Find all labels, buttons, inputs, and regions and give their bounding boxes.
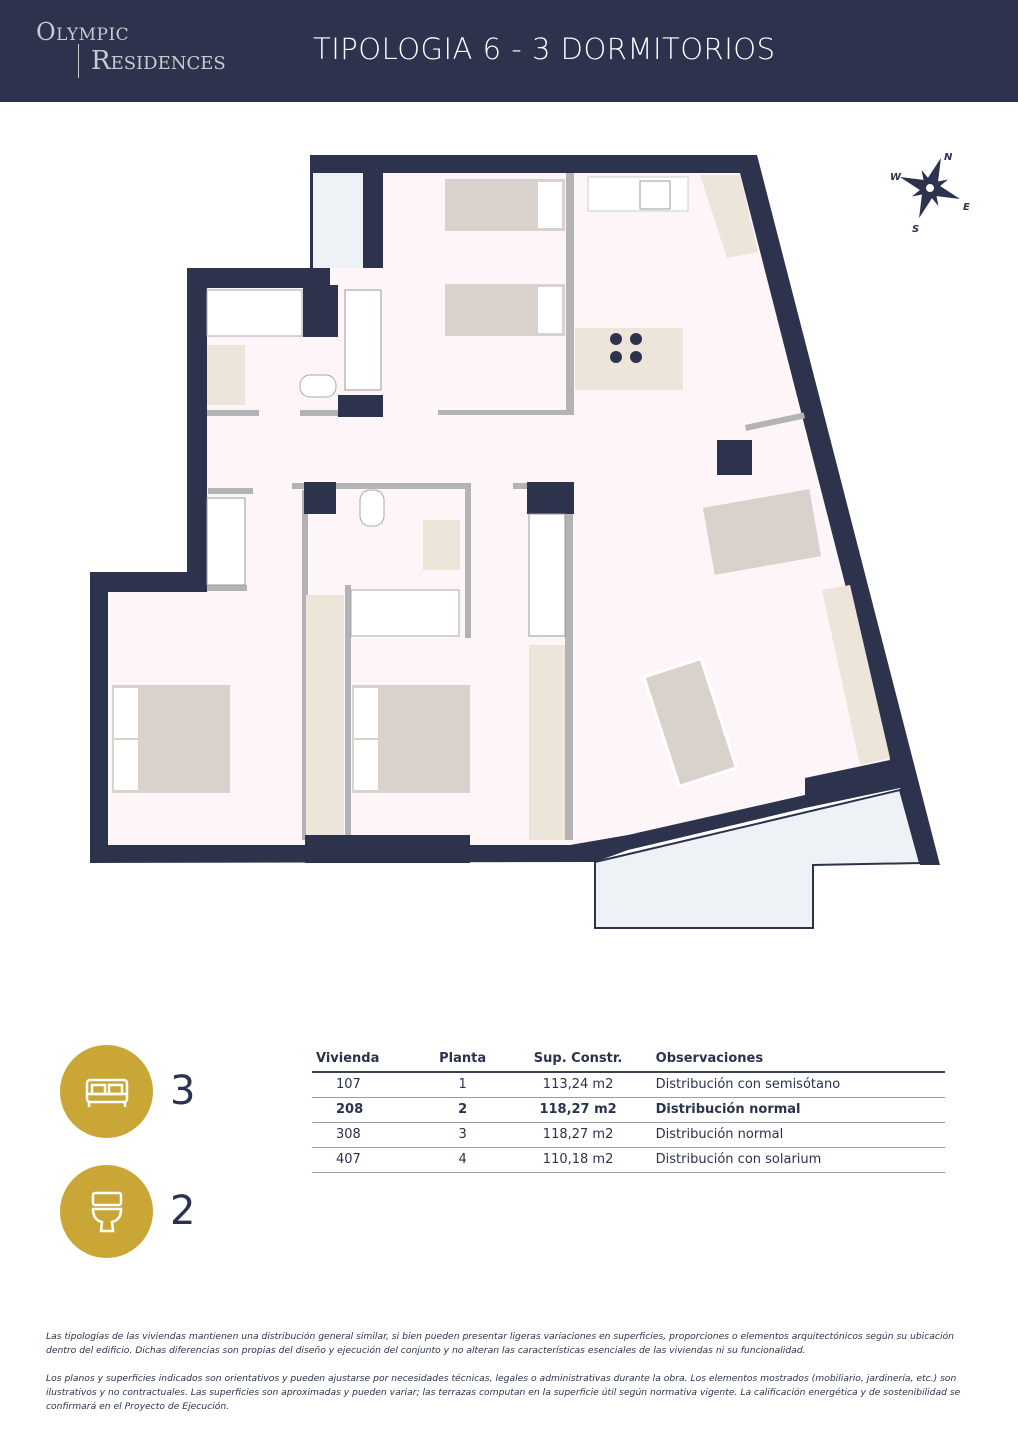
cell: 3 [420,1122,505,1148]
compass-e: E [963,202,970,213]
cell: 308 [312,1122,421,1148]
balcony [594,788,922,929]
bathrooms-count: 2 [170,1188,196,1234]
bedrooms-count: 3 [170,1068,196,1114]
cell: 2 [420,1097,505,1123]
cell: 407 [312,1147,421,1173]
header: Olympic Residences TIPOLOGIA 6 - 3 DORMI… [0,0,1018,102]
compass-rose [899,157,961,219]
kitchen-island [575,328,683,390]
floor-plan: N E S W [90,152,970,929]
logo-line1: Olympic [36,18,130,46]
bathtub [206,289,303,337]
cell: 107 [312,1072,421,1098]
cell: Distribución normal [651,1097,945,1123]
col-planta: Planta [420,1048,505,1073]
page-title: TIPOLOGIA 6 - 3 DORMITORIOS [313,32,776,66]
bedrooms-badge [60,1045,153,1138]
col-vivienda: Vivienda [312,1048,421,1073]
cell: 110,18 m2 [504,1147,652,1173]
cooktop-icon [610,333,642,363]
units-table: Vivienda Planta Sup. Constr. Observacion… [312,1048,945,1173]
cell: 4 [420,1147,505,1173]
cell: Distribución con solarium [651,1147,945,1173]
compass-s: S [912,224,919,235]
wardrobes [206,289,566,637]
disclaimer-paragraph: Los planos y superficies indicados son o… [46,1373,961,1412]
logo-line2: Residences [78,44,226,78]
sink-icon [639,180,671,210]
col-sup: Sup. Constr. [504,1048,652,1073]
disclaimer: Las tipologías de las viviendas mantiene… [46,1330,974,1428]
cell: 118,27 m2 [504,1122,652,1148]
bed-icon [85,1078,128,1107]
interior-walls [207,173,805,840]
cell: 113,24 m2 [504,1072,652,1098]
bathrooms-badge [60,1165,153,1258]
kitchen-counter [700,175,758,258]
cell: 208 [312,1097,421,1123]
col-observaciones: Observaciones [651,1048,945,1073]
toilet [359,489,385,527]
compass-w: W [890,172,902,183]
bathtub [350,589,460,637]
cell: 118,27 m2 [504,1097,652,1123]
disclaimer-paragraph: Las tipologías de las viviendas mantiene… [46,1331,954,1356]
cell: Distribución con semisótano [651,1072,945,1098]
toilet-icon [91,1191,122,1232]
dining-table [702,489,822,575]
compass-n: N [944,152,953,163]
sofa [641,656,739,789]
cell: Distribución normal [651,1122,945,1148]
toilet [299,374,337,398]
window-niche [313,173,363,268]
cell: 1 [420,1072,505,1098]
logo: Olympic Residences [36,18,226,78]
